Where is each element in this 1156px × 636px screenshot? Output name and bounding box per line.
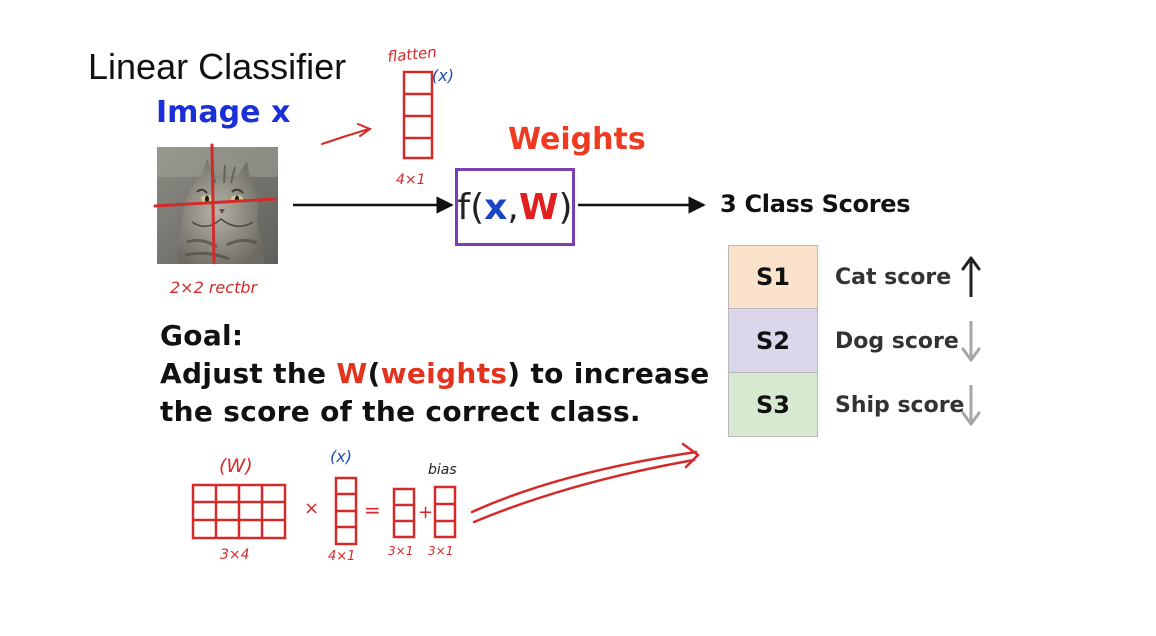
score-table: S1 Cat score S2 Dog score S3 Ship score	[728, 245, 981, 437]
plus-sign: +	[418, 502, 433, 523]
output-dims-annotation: 3×1	[388, 544, 413, 558]
function-suffix: )	[558, 186, 573, 228]
goal-w: W	[336, 357, 368, 390]
slide-title: Linear Classifier	[88, 46, 347, 87]
goal-text: Goal: Adjust the W(weights) to increase …	[160, 317, 710, 431]
output-vector-drawing	[392, 487, 416, 539]
function-comma: ,	[507, 186, 519, 228]
flatten-annotation: flatten	[387, 43, 438, 66]
w-dims-annotation: 3×4	[220, 547, 250, 563]
x-vector-annotation-2: (x)	[330, 447, 352, 466]
weights-label: Weights	[508, 122, 646, 157]
hand-arrow-small	[321, 123, 373, 145]
red-cross-mark	[153, 143, 277, 264]
arrow-up-icon	[961, 256, 981, 297]
goal-open-paren: (	[367, 357, 381, 390]
equals-sign: =	[364, 498, 381, 522]
w-matrix-drawing	[191, 483, 287, 540]
x-vector-annotation: (x)	[432, 66, 454, 85]
goal-line-2: Adjust the W(weights) to increase	[160, 355, 710, 393]
image-label-text: Image	[156, 95, 261, 130]
bias-dims-annotation: 3×1	[428, 544, 453, 558]
goal-line2-post: ) to increase	[507, 357, 710, 390]
hand-arrow-long	[470, 442, 700, 524]
image-var-x: x	[270, 95, 291, 130]
score-label-ship: Ship score	[835, 392, 965, 418]
score-row-ship: S3 Ship score	[728, 373, 981, 437]
arrow-down-icon	[961, 385, 981, 426]
rect-annotation: 2×2 rectbr	[170, 278, 259, 297]
scores-title: 3 Class Scores	[720, 190, 911, 218]
score-cell-s3: S3	[728, 373, 818, 437]
arrow-down-icon	[961, 321, 981, 362]
score-row-cat: S1 Cat score	[728, 245, 981, 309]
goal-weights: weights	[380, 357, 508, 390]
function-x: x	[484, 186, 508, 228]
bias-vector-drawing	[433, 485, 457, 539]
x-vector-drawing	[334, 476, 358, 546]
score-row-dog: S2 Dog score	[728, 309, 981, 373]
w-matrix-annotation: (W)	[219, 455, 253, 477]
cat-image	[157, 147, 278, 264]
goal-line-3: the score of the correct class.	[160, 395, 641, 428]
x-dims-annotation: 4×1	[396, 172, 426, 188]
score-label-cat: Cat score	[835, 264, 952, 290]
goal-line2-pre: Adjust the	[160, 357, 337, 390]
goal-heading: Goal:	[160, 319, 244, 352]
function-box: f(x,W)	[455, 168, 575, 246]
score-label-dog: Dog score	[835, 328, 959, 354]
score-cell-s1: S1	[728, 245, 818, 309]
function-prefix: f(	[457, 186, 485, 228]
times-sign: ×	[304, 498, 319, 519]
image-label: Image x	[156, 95, 290, 130]
bias-annotation: bias	[428, 462, 457, 478]
x-dims-annotation-2: 4×1	[328, 549, 355, 564]
function-w: W	[518, 186, 559, 228]
flattened-vector-drawing	[402, 70, 434, 160]
score-cell-s2: S2	[728, 309, 818, 373]
